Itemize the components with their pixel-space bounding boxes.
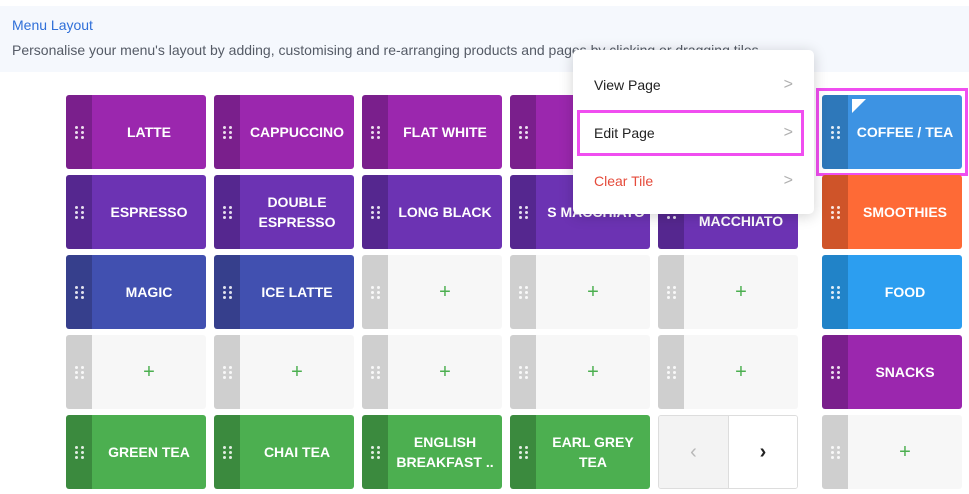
- product-tile-cappuccino[interactable]: CAPPUCCINO: [214, 95, 354, 169]
- add-icon[interactable]: +: [536, 255, 650, 329]
- menu-item-clear-tile[interactable]: Clear Tile >: [573, 157, 814, 205]
- tile-label: SNACKS: [848, 335, 962, 409]
- product-tile-double-espresso[interactable]: DOUBLE ESPRESSO: [214, 175, 354, 249]
- drag-handle-icon[interactable]: [510, 95, 536, 169]
- tile-label: MAGIC: [92, 255, 206, 329]
- drag-handle-icon[interactable]: [822, 335, 848, 409]
- drag-handle-icon[interactable]: [66, 335, 92, 409]
- add-icon[interactable]: +: [388, 255, 502, 329]
- tile-label: COFFEE / TEA: [848, 95, 962, 169]
- drag-handle-icon[interactable]: [214, 175, 240, 249]
- chevron-right-icon: >: [783, 172, 793, 189]
- product-tile-english-breakfast[interactable]: ENGLISH BREAKFAST ..: [362, 415, 502, 489]
- drag-handle-icon[interactable]: [66, 255, 92, 329]
- drag-handle-icon[interactable]: [510, 255, 536, 329]
- selection-highlight: [816, 88, 968, 176]
- drag-handle-icon[interactable]: [214, 255, 240, 329]
- empty-tile[interactable]: +: [822, 415, 962, 489]
- tile-label: CAPPUCCINO: [240, 95, 354, 169]
- tile-label: GREEN TEA: [92, 415, 206, 489]
- page-tile-smoothies[interactable]: SMOOTHIES: [822, 175, 962, 249]
- tile-label: CHAI TEA: [240, 415, 354, 489]
- drag-handle-icon[interactable]: [822, 255, 848, 329]
- drag-handle-icon[interactable]: [214, 95, 240, 169]
- empty-tile[interactable]: +: [362, 255, 502, 329]
- add-icon[interactable]: +: [388, 335, 502, 409]
- tile-label: ICE LATTE: [240, 255, 354, 329]
- page-corner-icon: [852, 99, 866, 113]
- tile-context-menu: View Page > Edit Page > Clear Tile >: [573, 50, 814, 214]
- product-tile-flat-white[interactable]: FLAT WHITE: [362, 95, 502, 169]
- chevron-right-icon: >: [783, 76, 793, 93]
- page-tile-food[interactable]: FOOD: [822, 255, 962, 329]
- menu-item-label: Edit Page: [594, 125, 655, 141]
- menu-item-edit-page[interactable]: Edit Page >: [573, 109, 814, 157]
- page-tile-snacks[interactable]: SNACKS: [822, 335, 962, 409]
- drag-handle-icon[interactable]: [822, 95, 848, 169]
- empty-tile[interactable]: +: [214, 335, 354, 409]
- product-tile-magic[interactable]: MAGIC: [66, 255, 206, 329]
- empty-tile[interactable]: +: [510, 255, 650, 329]
- drag-handle-icon[interactable]: [214, 415, 240, 489]
- drag-handle-icon[interactable]: [510, 415, 536, 489]
- tile-label: FOOD: [848, 255, 962, 329]
- chevron-left-icon[interactable]: ‹: [659, 416, 728, 488]
- product-tile-earl-grey-tea[interactable]: EARL GREY TEA: [510, 415, 650, 489]
- empty-tile[interactable]: +: [362, 335, 502, 409]
- page-tile-coffee-tea[interactable]: COFFEE / TEA: [822, 95, 962, 169]
- drag-handle-icon[interactable]: [822, 415, 848, 489]
- tile-label: SMOOTHIES: [848, 175, 962, 249]
- menu-item-label: Clear Tile: [594, 173, 654, 189]
- page-pager: ‹ ›: [658, 415, 798, 489]
- drag-handle-icon[interactable]: [66, 415, 92, 489]
- product-tile-green-tea[interactable]: GREEN TEA: [66, 415, 206, 489]
- tile-label: FLAT WHITE: [388, 95, 502, 169]
- add-icon[interactable]: +: [536, 335, 650, 409]
- drag-handle-icon[interactable]: [658, 255, 684, 329]
- menu-layout-header: Menu Layout Personalise your menu's layo…: [0, 6, 969, 72]
- drag-handle-icon[interactable]: [510, 335, 536, 409]
- add-icon[interactable]: +: [684, 255, 798, 329]
- tile-label: ESPRESSO: [92, 175, 206, 249]
- product-tile-chai-tea[interactable]: CHAI TEA: [214, 415, 354, 489]
- empty-tile[interactable]: +: [658, 255, 798, 329]
- add-icon[interactable]: +: [240, 335, 354, 409]
- menu-item-highlight: [577, 110, 804, 156]
- drag-handle-icon[interactable]: [510, 175, 536, 249]
- tile-label: EARL GREY TEA: [536, 415, 650, 489]
- drag-handle-icon[interactable]: [66, 175, 92, 249]
- drag-handle-icon[interactable]: [822, 175, 848, 249]
- drag-handle-icon[interactable]: [362, 415, 388, 489]
- chevron-right-icon: >: [783, 124, 793, 141]
- drag-handle-icon[interactable]: [362, 255, 388, 329]
- product-tile-ice-latte[interactable]: ICE LATTE: [214, 255, 354, 329]
- product-tile-espresso[interactable]: ESPRESSO: [66, 175, 206, 249]
- drag-handle-icon[interactable]: [214, 335, 240, 409]
- drag-handle-icon[interactable]: [362, 175, 388, 249]
- chevron-right-icon[interactable]: ›: [728, 416, 797, 488]
- add-icon[interactable]: +: [684, 335, 798, 409]
- empty-tile[interactable]: +: [66, 335, 206, 409]
- empty-tile[interactable]: +: [658, 335, 798, 409]
- drag-handle-icon[interactable]: [658, 335, 684, 409]
- drag-handle-icon[interactable]: [362, 95, 388, 169]
- menu-item-label: View Page: [594, 77, 661, 93]
- tile-label: ENGLISH BREAKFAST ..: [388, 415, 502, 489]
- page-title: Menu Layout: [12, 17, 93, 33]
- drag-handle-icon[interactable]: [362, 335, 388, 409]
- drag-handle-icon[interactable]: [66, 95, 92, 169]
- add-icon[interactable]: +: [848, 415, 962, 489]
- tile-label: LONG BLACK: [388, 175, 502, 249]
- empty-tile[interactable]: +: [510, 335, 650, 409]
- menu-item-view-page[interactable]: View Page >: [573, 61, 814, 109]
- product-tile-long-black[interactable]: LONG BLACK: [362, 175, 502, 249]
- tile-label: DOUBLE ESPRESSO: [240, 175, 354, 249]
- tile-label: LATTE: [92, 95, 206, 169]
- product-tile-latte[interactable]: LATTE: [66, 95, 206, 169]
- add-icon[interactable]: +: [92, 335, 206, 409]
